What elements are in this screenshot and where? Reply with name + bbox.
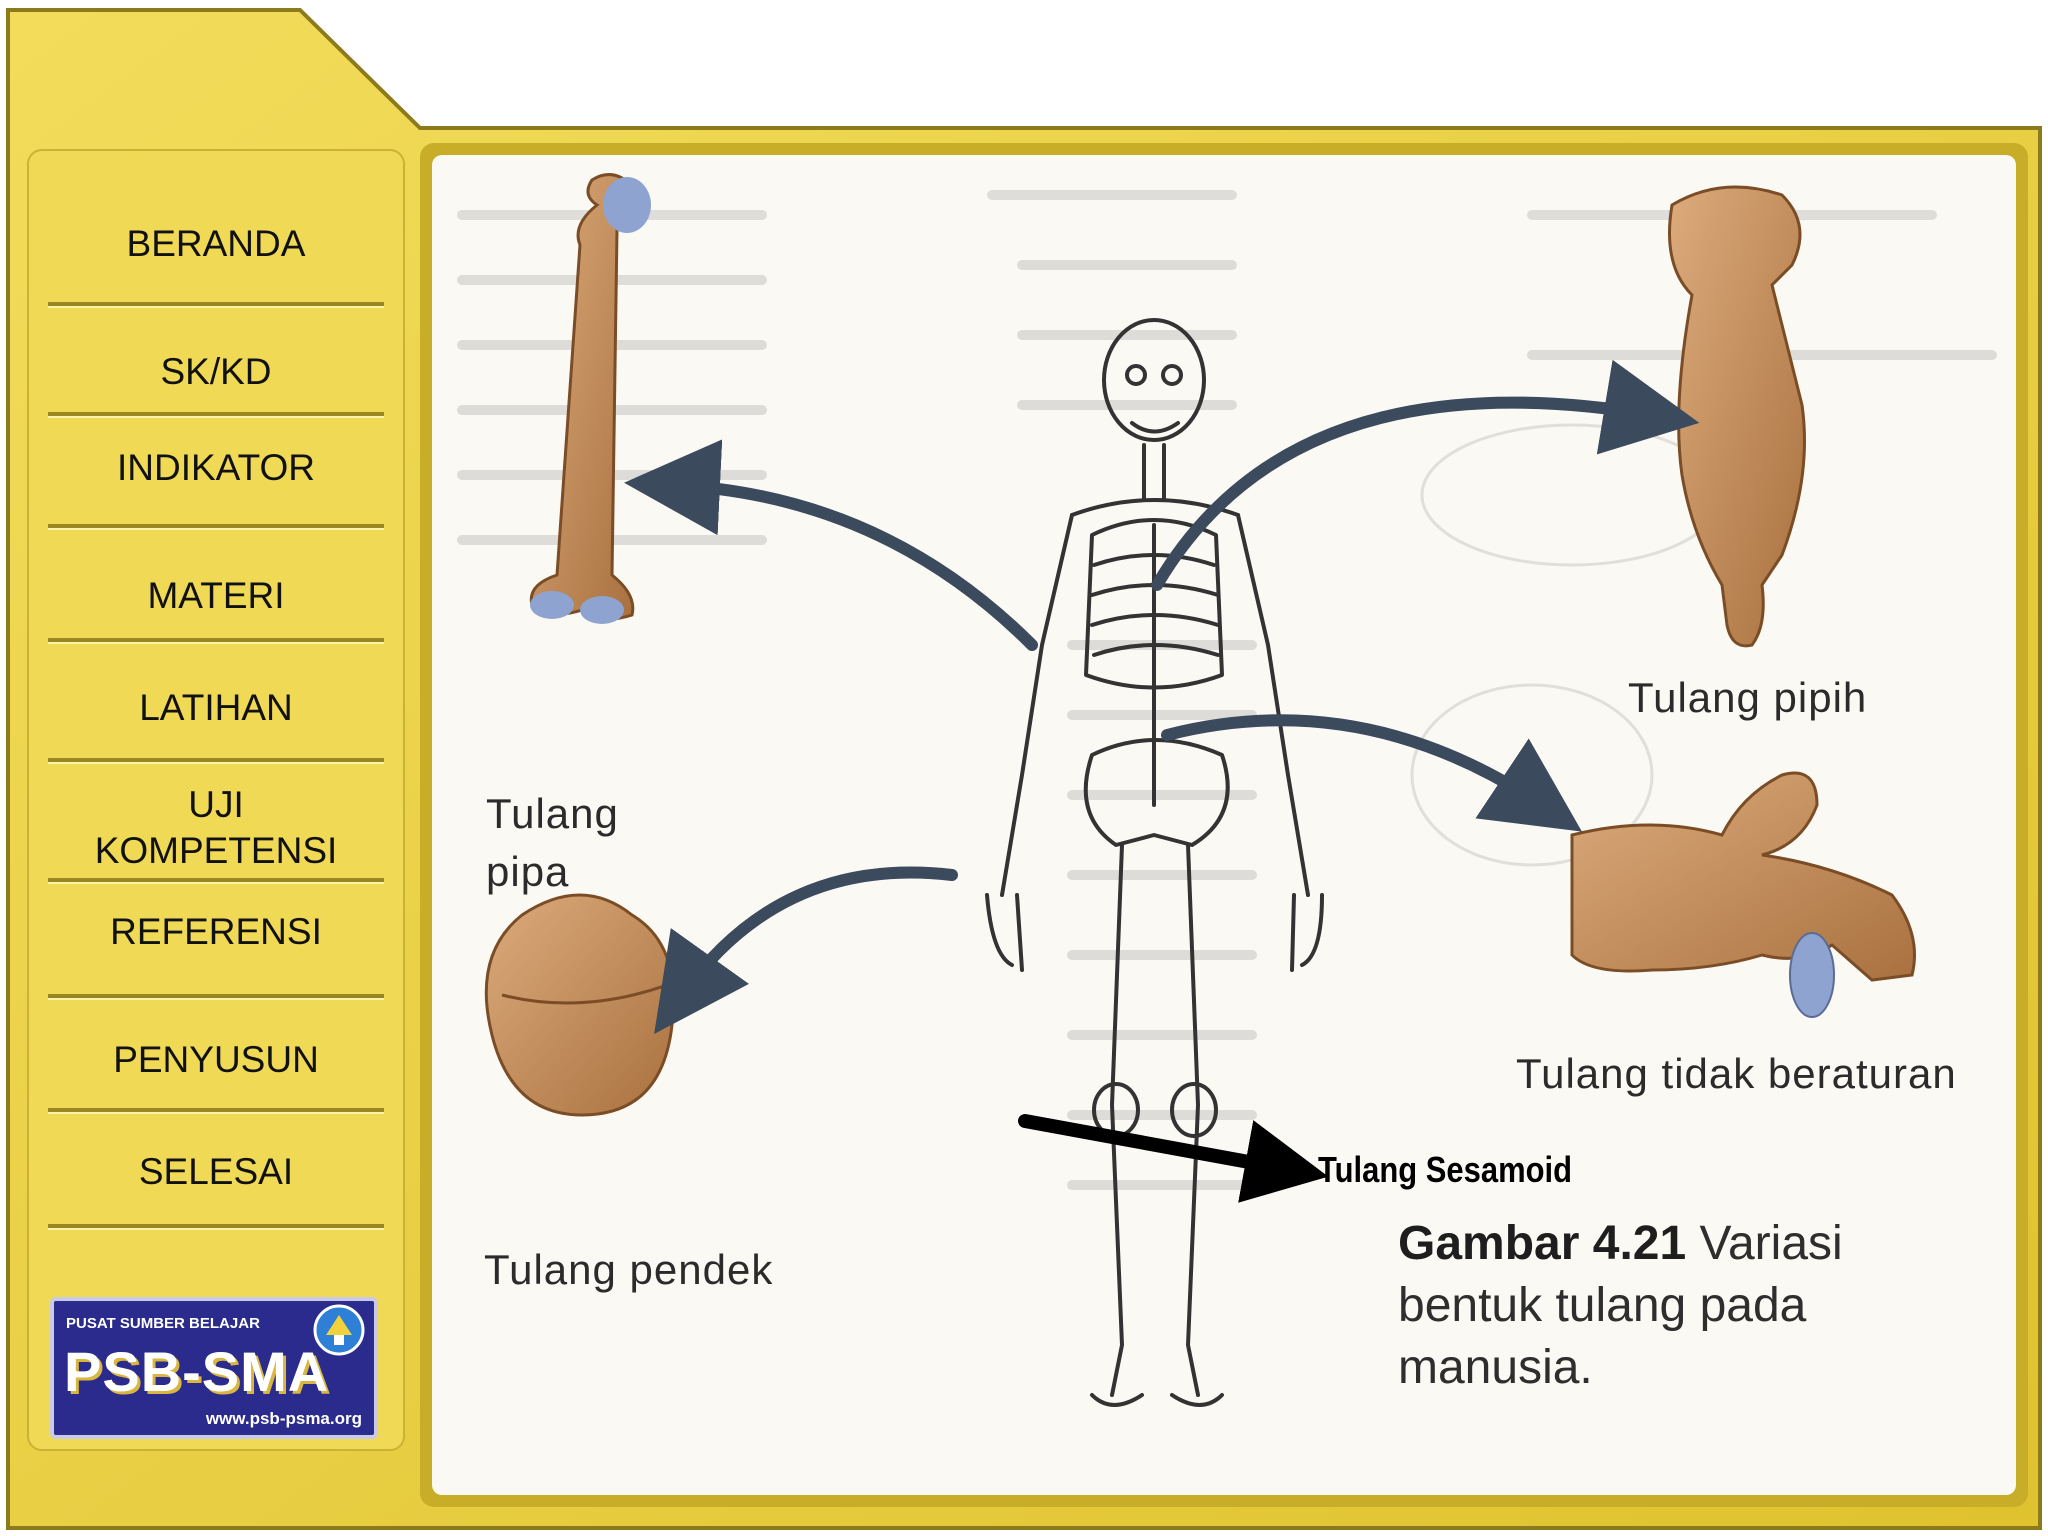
nav-divider [48, 878, 384, 884]
content-panel: Tulang pipa Tulang pendek Tulang pipih T… [432, 155, 2016, 1495]
label-tulang-pendek: Tulang pendek [484, 1246, 774, 1293]
nav-divider [48, 638, 384, 644]
nav-indikator-label: INDIKATOR [116, 447, 316, 488]
label-tulang-sesamoid: Tulang Sesamoid [1318, 1149, 1573, 1190]
nav-penyusun-label: PENYUSUN [113, 1039, 319, 1080]
arrows [624, 359, 1700, 1035]
nav-divider [48, 1108, 384, 1114]
arrow-to-tulang-sesamoid [1018, 1114, 1329, 1203]
flat-bone-icon [1668, 185, 1806, 648]
nav-referensi[interactable]: REFERENSI [40, 902, 392, 962]
logo-main-text: PSB-SMA [64, 1340, 330, 1403]
psb-sma-logo[interactable]: PUSAT SUMBER BELAJAR PSB-SMA www.psb-psm… [50, 1297, 378, 1439]
nav-skkd-label: SK/KD [160, 351, 272, 392]
nav-latihan[interactable]: LATIHAN [40, 678, 392, 738]
bone-figure [457, 173, 1997, 1407]
nav-selesai-label: SELESAI [138, 1151, 294, 1192]
nav-penyusun[interactable]: PENYUSUN [40, 1030, 392, 1090]
caption-text: Variasi bentuk tulang pada manusia. [1398, 1217, 1843, 1394]
figure-caption: Gambar 4.21 Variasi bentuk tulang pada m… [1398, 1213, 1918, 1399]
nav-uji-kompetensi[interactable]: UJI KOMPETENSI [40, 780, 392, 876]
nav-materi[interactable]: MATERI [40, 566, 392, 626]
nav-materi-label: MATERI [147, 575, 285, 616]
caption-number: Gambar 4.21 [1398, 1217, 1687, 1270]
arrow-to-tulang-pipa [624, 439, 1038, 651]
nav-referensi-label: REFERENSI [110, 911, 322, 952]
nav-uji-kompetensi-label: UJI KOMPETENSI [94, 784, 338, 871]
nav-skkd[interactable]: SK/KD [40, 342, 392, 402]
arrow-to-tulang-tidak-beraturan [1161, 714, 1582, 832]
short-bone-icon [484, 893, 676, 1117]
logo-top-text: PUSAT SUMBER BELAJAR [66, 1315, 260, 1332]
label-tulang-pipih: Tulang pipih [1628, 674, 1868, 721]
irregular-bone-icon [1570, 771, 1916, 1018]
label-tulang-tidak-beraturan: Tulang tidak beraturan [1516, 1050, 1957, 1097]
nav-divider [48, 412, 384, 418]
nav-divider [48, 1224, 384, 1230]
long-bone-icon [529, 173, 651, 624]
nav-indikator[interactable]: INDIKATOR [40, 438, 392, 498]
arrow-to-tulang-pipih [1151, 359, 1700, 591]
skeleton-icon [985, 318, 1324, 1407]
arrow-to-tulang-pendek [654, 866, 958, 1035]
nav-divider [48, 302, 384, 308]
nav-divider [48, 524, 384, 530]
tut-wuri-emblem-icon [313, 1304, 365, 1356]
logo-url: www.psb-psma.org [205, 1409, 362, 1428]
nav-divider [48, 758, 384, 764]
nav-selesai[interactable]: SELESAI [40, 1142, 392, 1202]
label-tulang-pipa: Tulang pipa [486, 790, 619, 895]
nav-beranda-label: BERANDA [126, 223, 306, 264]
nav-latihan-label: LATIHAN [139, 687, 293, 728]
nav-divider [48, 994, 384, 1000]
nav-beranda[interactable]: BERANDA [40, 214, 392, 274]
